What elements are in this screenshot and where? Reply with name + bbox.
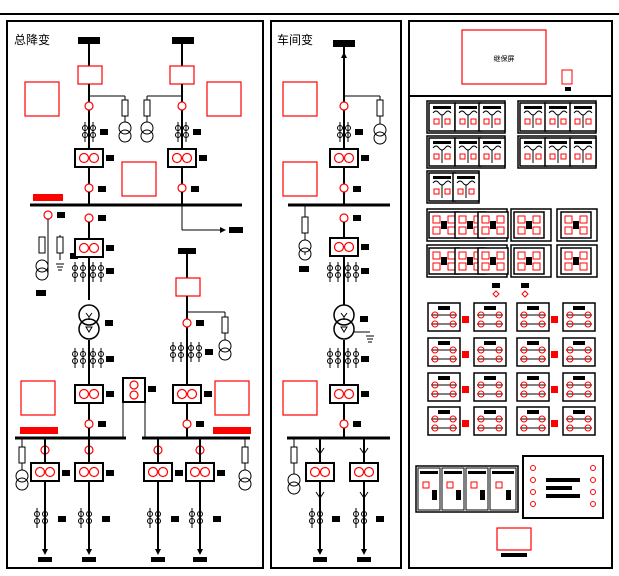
transformer-breaker[interactable] [74, 238, 104, 258]
incoming-breaker[interactable] [167, 148, 197, 168]
control-unit-bank[interactable] [415, 455, 604, 519]
protection-panel-box[interactable] [461, 29, 547, 85]
incoming-disconnector[interactable] [77, 65, 103, 85]
feeder-breaker[interactable] [143, 462, 173, 482]
feeder-breaker[interactable] [30, 462, 60, 482]
switch-module-group[interactable] [426, 208, 598, 278]
breaker-module-grid[interactable] [427, 302, 596, 436]
bus-tie-breaker[interactable] [122, 377, 146, 403]
main-substation-frame [6, 20, 264, 569]
main-substation-panel: 总降变 [6, 20, 264, 569]
lv-incoming-breaker[interactable] [172, 384, 202, 404]
device-cabinet-frame [408, 20, 613, 569]
feeder-breaker[interactable] [74, 462, 104, 482]
workshop-substation-title: 车间变 [277, 32, 313, 47]
relay-module-group[interactable] [426, 100, 597, 204]
workshop-breaker[interactable] [329, 148, 359, 168]
feeder-breaker[interactable] [185, 462, 215, 482]
workshop-tx-breaker[interactable] [329, 237, 359, 257]
protection-panel-label: 继保屏 [494, 54, 515, 63]
workshop-substation-frame [270, 20, 402, 569]
main-substation-title: 总降变 [14, 32, 50, 47]
workshop-feeder-breaker[interactable] [305, 462, 335, 482]
lv-incoming-breaker[interactable] [74, 384, 104, 404]
workshop-lv-breaker[interactable] [329, 384, 359, 404]
main-transformer[interactable] [78, 304, 100, 340]
cabinet-indicator[interactable] [496, 527, 532, 551]
workshop-feeder-breaker[interactable] [349, 462, 379, 482]
incoming-disconnector[interactable] [169, 65, 195, 85]
workshop-transformer[interactable] [333, 304, 355, 340]
workshop-substation-panel: 车间变 [270, 20, 402, 569]
device-cabinet-panel: 继保屏 [408, 20, 613, 569]
incoming-breaker[interactable] [74, 148, 104, 168]
